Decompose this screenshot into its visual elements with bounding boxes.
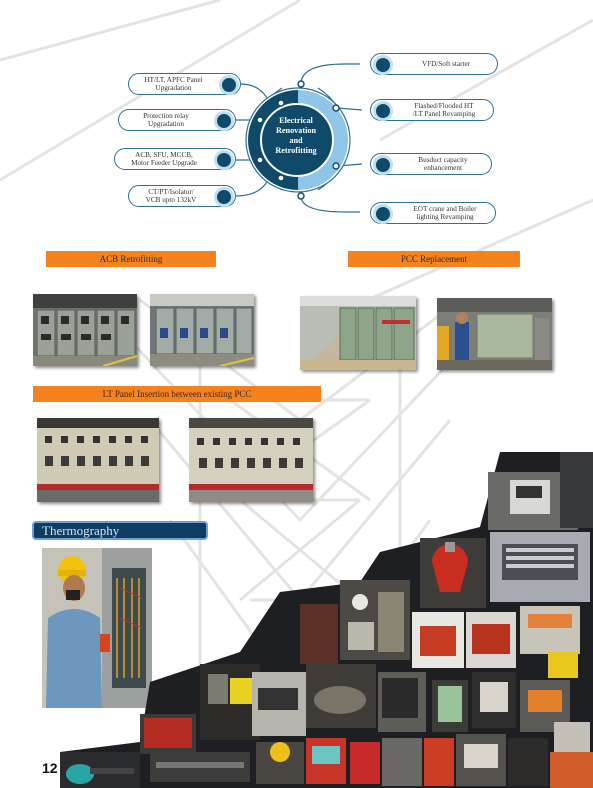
item-feeder-upgrade: ACB, SFU, MCCB, Motor Feeder Upgrade bbox=[114, 148, 236, 170]
bullet-circle-icon bbox=[214, 187, 234, 207]
section-pcc-replacement: PCC Replacement bbox=[348, 251, 520, 267]
item-busduct: Busduct capacity enhancement bbox=[370, 153, 492, 175]
diagram-connectors bbox=[235, 63, 363, 213]
section-lt-panel-insertion: LT Panel Insertion between existing PCC bbox=[33, 386, 321, 402]
item-panel-upgradation: HT/LT, APFC Panel Upgradation bbox=[128, 73, 241, 95]
bullet-circle-icon bbox=[373, 101, 393, 121]
item-label: HT/LT, APFC Panel Upgradation bbox=[144, 75, 203, 92]
testing-equipment-collage bbox=[60, 452, 593, 788]
bullet-circle-icon bbox=[373, 155, 393, 175]
bullet-circle-icon bbox=[373, 204, 393, 224]
item-eot-lighting: EOT crane and Boiler lighting Revamping bbox=[370, 202, 496, 224]
item-label: EOT crane and Boiler lighting Revamping bbox=[413, 204, 477, 221]
item-label: Flashed/Flooded HT /LT Panel Revamping bbox=[412, 101, 476, 118]
page-number: 12 bbox=[42, 760, 58, 776]
lt-panel-photo-2 bbox=[189, 418, 313, 502]
lt-panel-photo-1 bbox=[37, 418, 159, 502]
bullet-circle-icon bbox=[214, 150, 234, 170]
item-label: Protection relay Upgradation bbox=[143, 111, 189, 128]
item-protection-relay: Protection relay Upgradation bbox=[118, 109, 236, 131]
hub-title: Electrical Renovation and Retrofitting bbox=[275, 116, 317, 155]
item-ct-pt-vcb: CT/PT/Isolator/ VCB upto 132kV bbox=[128, 185, 236, 207]
bullet-circle-icon bbox=[219, 75, 239, 95]
item-label: ACB, SFU, MCCB, Motor Feeder Upgrade bbox=[131, 150, 197, 167]
pcc-photo-2 bbox=[437, 298, 552, 370]
bullet-circle-icon bbox=[214, 111, 234, 131]
acb-photo-1 bbox=[33, 294, 137, 366]
item-label: CT/PT/Isolator/ VCB upto 132kV bbox=[145, 187, 197, 204]
item-panel-revamping: Flashed/Flooded HT /LT Panel Revamping bbox=[370, 99, 494, 121]
section-thermography: Thermography bbox=[32, 521, 208, 540]
bullet-circle-icon bbox=[373, 55, 393, 75]
renovation-diagram: Electrical Renovation and Retrofitting H… bbox=[0, 0, 593, 240]
item-vfd: VFD/Soft starter bbox=[370, 53, 498, 75]
item-label: VFD/Soft starter bbox=[421, 59, 471, 68]
item-label: Busduct capacity enhancement bbox=[418, 155, 468, 172]
thermography-photo bbox=[42, 548, 152, 708]
pcc-photo-1 bbox=[300, 296, 416, 370]
section-acb-retrofitting: ACB Retrofitting bbox=[46, 251, 216, 267]
acb-photo-2 bbox=[150, 294, 254, 366]
